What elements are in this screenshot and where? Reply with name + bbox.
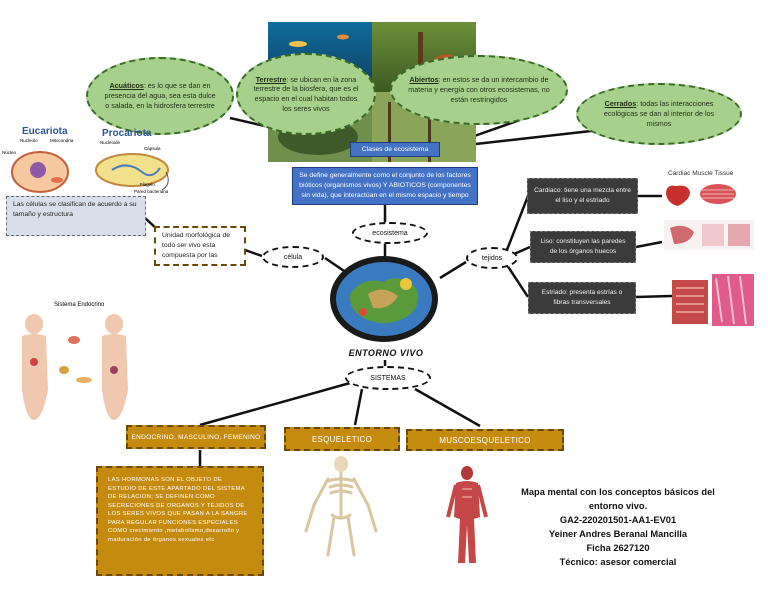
label-capsula: Cápsula <box>144 146 161 151</box>
node-acuaticos: Acuáticos: es lo que se dan en presencia… <box>86 57 234 135</box>
sistema-endocrino-label: ENDOCRINO, MASCULINO, FEMENINO <box>131 433 261 441</box>
celula-unidad-box: Unidad morfológica de todo ser vivo esta… <box>154 226 246 266</box>
clases-label: Clases de ecosistema <box>361 146 429 153</box>
credits-line3: GA2-220201501-AA1-EV01 <box>559 514 677 525</box>
smooth-tissue-image <box>664 220 754 250</box>
ecosistema-definition: Se define generalmente como el conjunto … <box>299 172 471 199</box>
acuaticos-text: : es lo que se dan en presencia del agua… <box>104 81 216 110</box>
hormonas-text: LAS HORMONAS SON EL OBJETO DE ESTUDIO DE… <box>108 477 248 543</box>
intestine-icon <box>670 224 750 246</box>
central-title: ENTORNO VIVO <box>348 348 424 358</box>
label-nucleoide: Nucleoide <box>100 140 121 145</box>
central-globe <box>328 254 440 344</box>
tejido-liso-box: Liso: constituyen las paredes de los órg… <box>530 231 636 263</box>
abiertos-text: : en estos se da un intercambio de mater… <box>408 75 550 104</box>
striated-tissue-image <box>672 274 754 326</box>
clases-ecosistema-box: Clases de ecosistema <box>350 142 440 157</box>
hormonas-box: LAS HORMONAS SON EL OBJETO DE ESTUDIO DE… <box>96 466 264 576</box>
label-pared: Pared bacteriana <box>134 189 169 194</box>
earth-icon <box>330 256 438 342</box>
node-tejidos: tejidos <box>466 247 518 269</box>
tejidos-label: tejidos <box>481 254 503 262</box>
credits-line1: Mapa mental con los conceptos básicos de… <box>521 487 715 497</box>
node-sistemas: SISTEMAS <box>345 366 431 390</box>
node-ecosistema: ecosistema <box>352 222 428 244</box>
cardiac-tissue-image <box>662 180 740 208</box>
muscle-fiber-icon <box>672 274 754 326</box>
sistemas-label: SISTEMAS <box>370 374 406 382</box>
heart-icon <box>666 184 736 206</box>
tejido-cardiaco-box: Cardiaco: tiene una mezcla entre el liso… <box>527 178 638 214</box>
cerrados-text: : todas las interacciones ecológicas se … <box>603 99 715 128</box>
eucariota-title: Eucariota <box>22 126 68 137</box>
ecosistema-label: ecosistema <box>372 229 408 237</box>
sistema-musculo-box: MUSCOESQUELETICO <box>406 429 564 451</box>
celula-label: célula <box>283 253 303 261</box>
skeleton-figure <box>300 455 382 559</box>
human-body-icon <box>22 314 128 420</box>
node-abiertos: Abiertos: en estos se da un intercambio … <box>390 55 568 125</box>
label-flagelo: Flagelo <box>140 182 155 187</box>
sistema-endocrino-box: ENDOCRINO, MASCULINO, FEMENINO <box>126 425 266 449</box>
credits-line2: entorno vivo. <box>588 500 648 511</box>
endocrine-figure: Sistema Endocrino <box>14 302 134 422</box>
cardiac-caption: Cardiac Muscle Tissue <box>668 170 734 177</box>
skeleton-icon <box>304 456 378 557</box>
endocrine-title: Sistema Endocrino <box>54 302 105 308</box>
sistema-esqueletico-box: ESQUELETICO <box>284 427 400 451</box>
celula-unidad-text: Unidad morfológica de todo ser vivo esta… <box>162 232 231 260</box>
acuaticos-term: Acuáticos <box>109 81 144 91</box>
muscular-body-icon <box>446 466 488 563</box>
ecosistema-definition-box: Se define generalmente como el conjunto … <box>292 167 478 205</box>
celula-clasificacion-box: Las células se clasifican de acuerdo a s… <box>6 196 146 236</box>
terrestre-term: Terrestre <box>255 74 287 84</box>
terrestre-text: : se ubican en la zona terrestre de la b… <box>253 74 359 113</box>
credits-line6: Técnico: asesor comercial <box>559 556 677 567</box>
credits-block: Mapa mental con los conceptos básicos de… <box>500 486 736 570</box>
tejido-estriado-text: Estriado: presenta estrías o fibras tran… <box>541 289 623 306</box>
node-cerrados: Cerrados: todas las interacciones ecológ… <box>576 83 742 145</box>
label-nucleo: Núcleo <box>2 150 17 155</box>
node-terrestre: Terrestre: se ubican en la zona terrestr… <box>236 53 376 135</box>
node-celula: célula <box>262 246 324 268</box>
credits-line4: Yeiner Andres Beranal Mancilla <box>548 528 688 539</box>
label-nucleolo: Nucleolo <box>20 138 38 143</box>
tejido-cardiaco-text: Cardiaco: tiene una mezcla entre el liso… <box>534 187 631 204</box>
abiertos-term: Abiertos <box>409 75 439 85</box>
tejido-estriado-box: Estriado: presenta estrías o fibras tran… <box>528 282 636 314</box>
sistema-musculo-label: MUSCOESQUELETICO <box>439 435 531 445</box>
procariota-title: Procariota <box>102 128 152 139</box>
cell-illustrations: Eucariota Procariota Nucleolo Mitocondri… <box>2 124 172 196</box>
tejido-liso-text: Liso: constituyen las paredes de los órg… <box>540 238 626 255</box>
sistema-esqueletico-label: ESQUELETICO <box>311 434 373 444</box>
credits-line5: Ficha 2627120 <box>586 542 650 553</box>
label-mitocondria: Mitocondria <box>50 138 74 143</box>
celula-clasificacion-text: Las células se clasifican de acuerdo a s… <box>13 201 137 218</box>
cells-icon <box>11 151 169 193</box>
cerrados-term: Cerrados <box>604 99 637 109</box>
muscle-figure <box>444 465 490 565</box>
